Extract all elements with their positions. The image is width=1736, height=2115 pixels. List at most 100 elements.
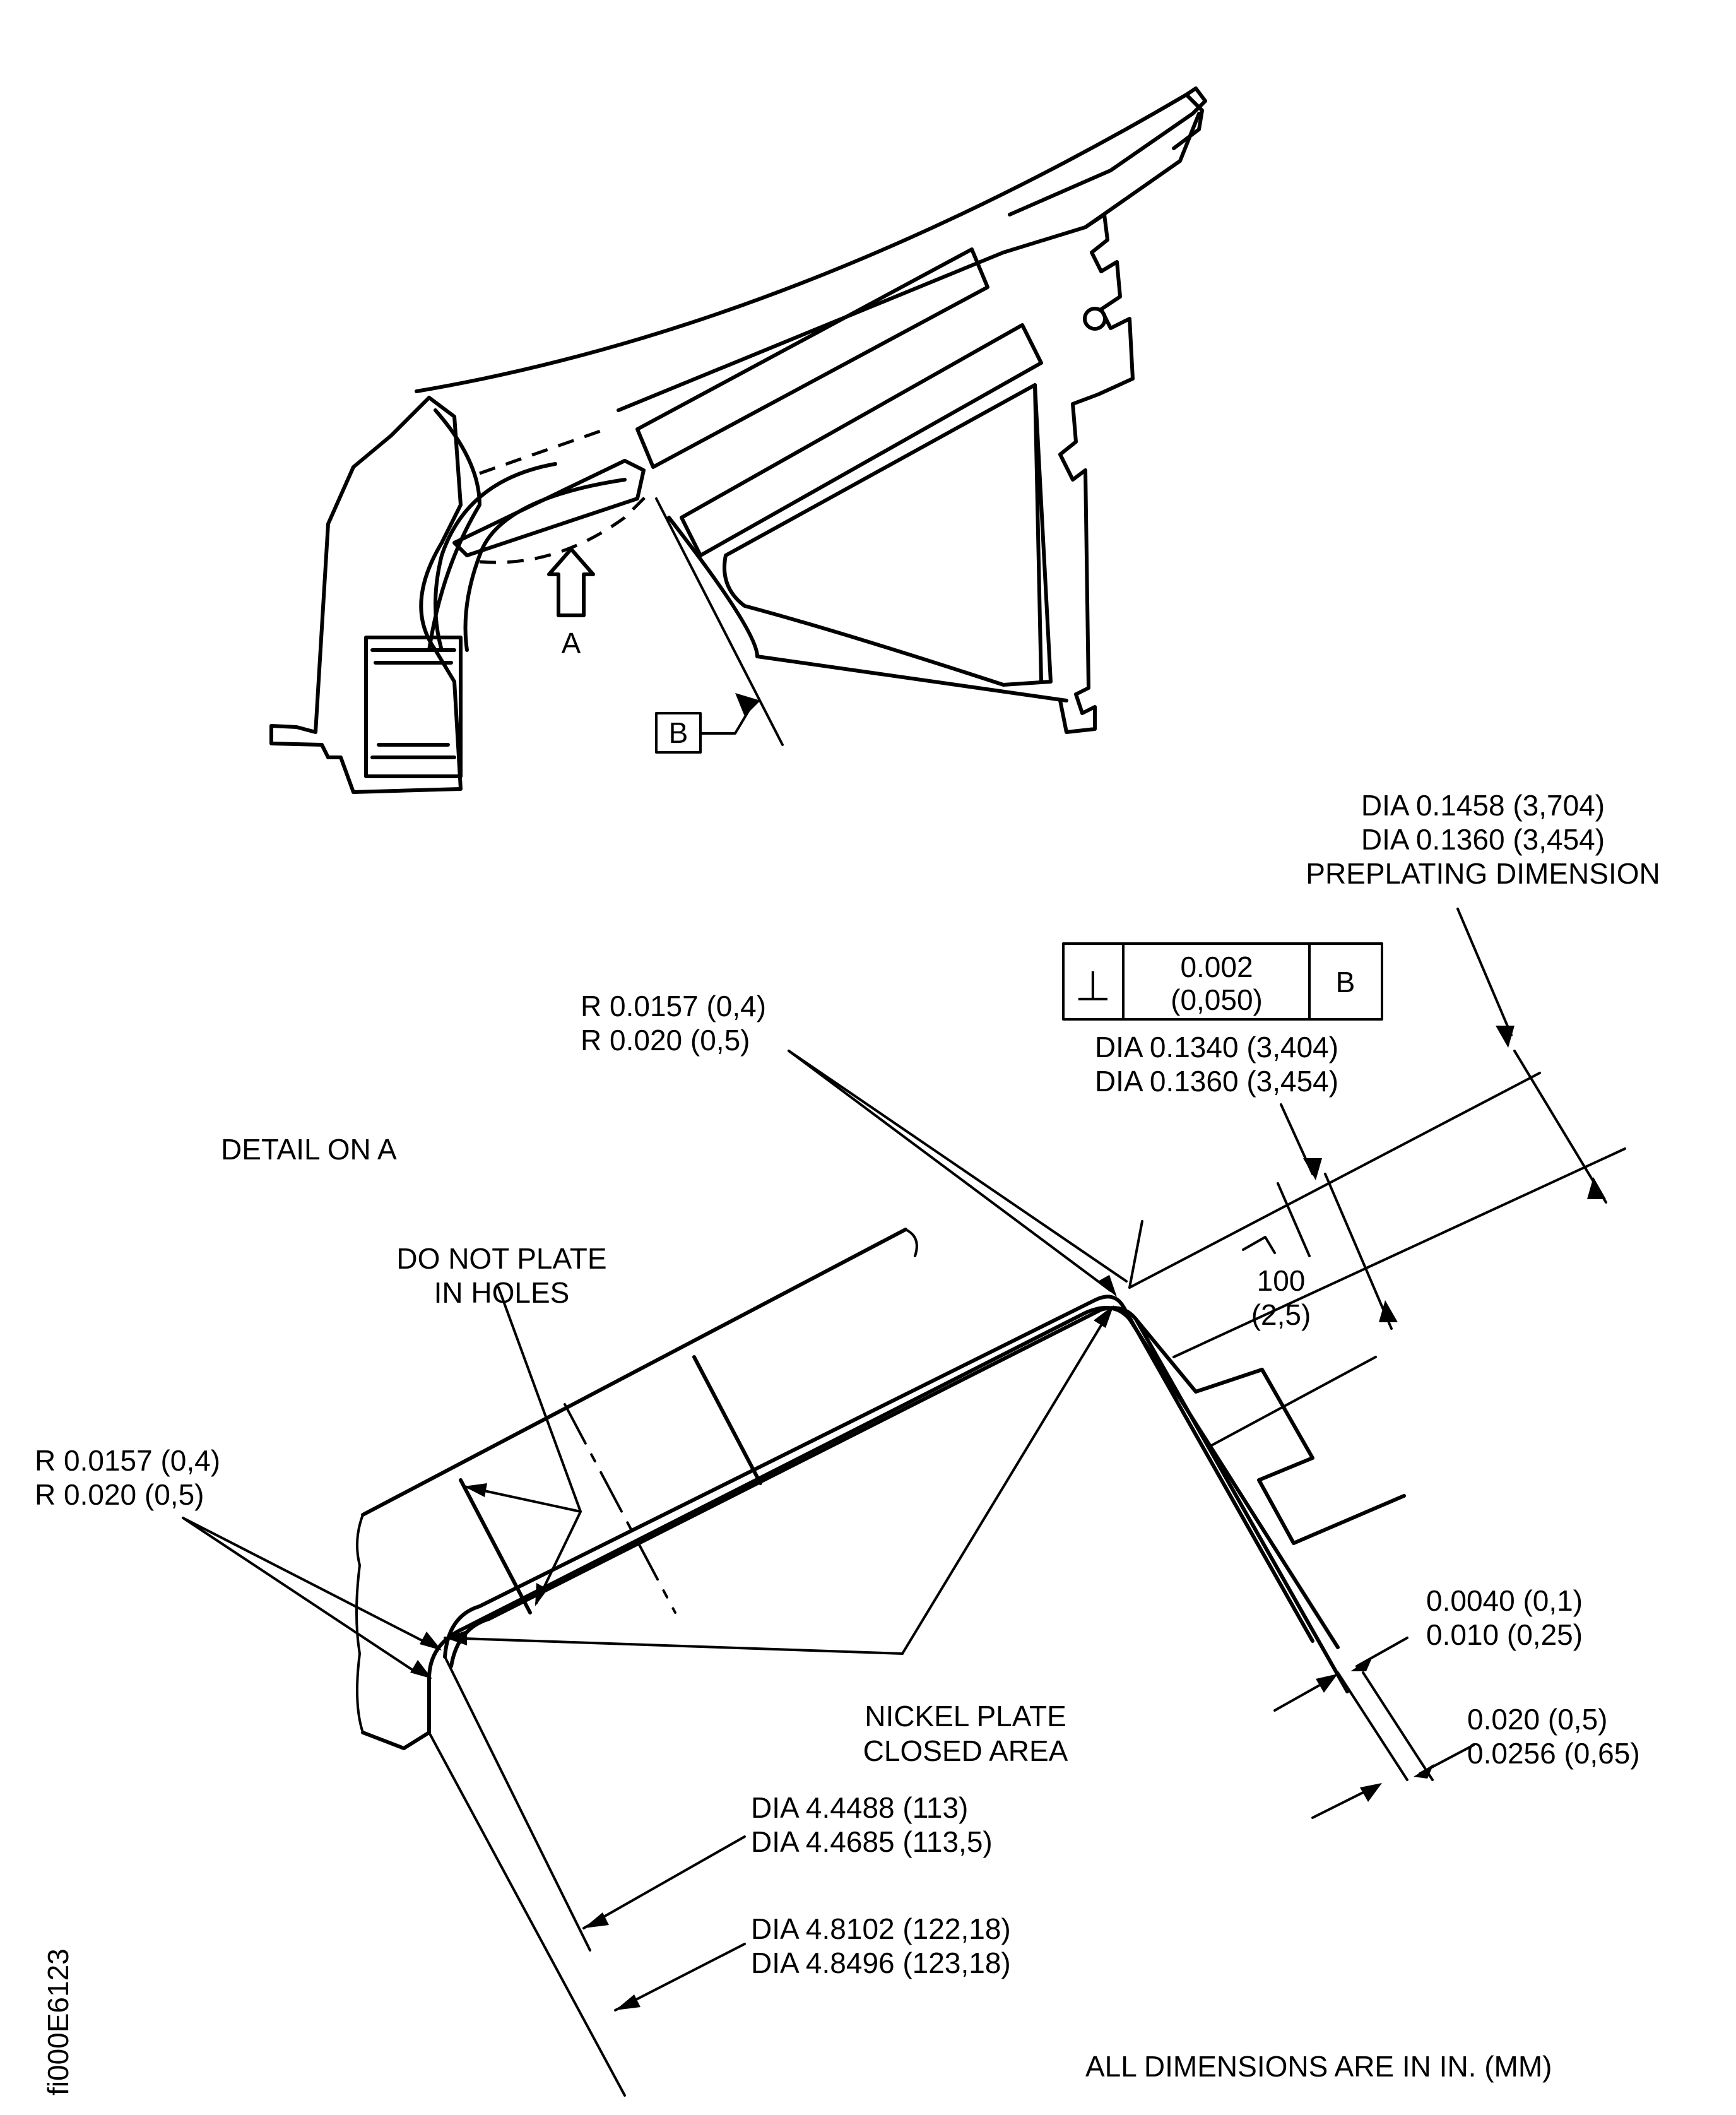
- preplating-arrow-2: [1587, 1177, 1606, 1199]
- preplating-arrow-1: [1496, 1026, 1515, 1048]
- no-plate-arrow-2: [535, 1583, 548, 1606]
- dia-inner-line-1: DIA 4.4488 (113): [751, 1791, 968, 1824]
- thickness-arrow-2b: [1414, 1764, 1434, 1779]
- radius-left-arrow-1: [420, 1632, 442, 1650]
- upper-bar: [635, 247, 989, 469]
- datum-b-box: [655, 712, 702, 754]
- datum-b-leader: [699, 706, 752, 735]
- angle-line-1: 100: [1257, 1264, 1306, 1297]
- thickness-ext-2: [1362, 1671, 1434, 1781]
- web-lower-edge: [667, 516, 1068, 702]
- flange-segment: [452, 459, 646, 557]
- no-plate-line-1: DO NOT PLATE: [396, 1242, 606, 1275]
- break-line-left: [355, 1514, 364, 1734]
- fcf-box: [1062, 942, 1383, 1021]
- preplating-ext: [1513, 1050, 1607, 1204]
- radius-left-leader-1: [182, 1517, 430, 1645]
- view-a-label: A: [562, 627, 581, 660]
- no-plate-arrow-1: [464, 1483, 487, 1497]
- fcf-tolerance-in: 0.002: [1180, 951, 1253, 983]
- web-vertical-edge: [1033, 383, 1043, 684]
- preplating-leader: [1456, 908, 1513, 1036]
- datum-b-triangle: [735, 693, 760, 716]
- sheet-inner-face: [443, 1294, 1314, 1659]
- hole-centerline: [564, 1403, 676, 1614]
- thickness-dim-1b: [1355, 1637, 1408, 1668]
- left-column-inner: [427, 408, 481, 652]
- detail-boundary: [479, 427, 651, 564]
- angle-line-2: (2,5): [1251, 1298, 1311, 1331]
- preplating-line-3: PREPLATING DIMENSION: [1306, 857, 1660, 890]
- thickness-arrow-1: [1316, 1674, 1338, 1693]
- detail-view: DETAIL ON A: [35, 789, 1660, 2097]
- nickel-arrow-1: [1094, 1305, 1114, 1328]
- radius-top-line-1: R 0.0157 (0,4): [581, 990, 766, 1022]
- nickel-leader-2: [444, 1637, 904, 1655]
- hole-dia-ext: [1324, 1173, 1393, 1330]
- detail-title: DETAIL ON A: [221, 1133, 397, 1166]
- no-plate-line-2: IN HOLES: [434, 1276, 570, 1309]
- dia-outer-leader: [614, 1943, 746, 2011]
- right-notched-profile: [1058, 213, 1135, 734]
- assembly-hole: [1083, 307, 1107, 331]
- datum-b-line: [655, 497, 784, 746]
- radius-top-line-2: R 0.020 (0,5): [581, 1024, 750, 1057]
- left-column-curve-2: [463, 478, 627, 652]
- dia-outer-line-2: DIA 4.8496 (123,18): [751, 1946, 1011, 1979]
- fcf-datum: B: [1336, 966, 1355, 998]
- hole-dia-arrow-2: [1379, 1300, 1398, 1322]
- radius-left-line-1: R 0.0157 (0,4): [35, 1444, 220, 1477]
- thickness-ext-1: [1337, 1671, 1408, 1781]
- radius-top-leader-1: [788, 1050, 1112, 1292]
- units-note: ALL DIMENSIONS ARE IN IN. (MM): [1085, 2050, 1552, 2083]
- thickness-arrow-1b: [1350, 1657, 1373, 1671]
- right-flange-step: [1134, 1317, 1406, 1545]
- ext-line-top: [1128, 1072, 1541, 1289]
- thickness-1-line-1: 0.0040 (0,1): [1426, 1584, 1583, 1617]
- nickel-line-1: NICKEL PLATE: [865, 1700, 1066, 1733]
- radius-top-arrow: [1098, 1275, 1117, 1297]
- perpendicularity-icon: ⊥: [1075, 963, 1111, 1009]
- figure-id: fi000E6123: [42, 1948, 74, 2095]
- sheet-outer-face: [427, 1306, 1340, 1734]
- thickness-dim-1: [1273, 1681, 1326, 1712]
- lower-bar: [680, 323, 1043, 557]
- hole-dia-ext-2: [1277, 1182, 1311, 1257]
- feature-control-frame: ⊥ 0.002 (0,050) B: [1062, 942, 1383, 1021]
- radius-left-arrow-2: [410, 1660, 432, 1679]
- hole-dia-line-2: DIA 0.1360 (3,454): [1095, 1065, 1338, 1098]
- ext-line-bottom: [1210, 1356, 1377, 1447]
- hole-dia-line-1: DIA 0.1340 (3,404): [1095, 1031, 1338, 1063]
- nickel-arrow-2: [445, 1630, 467, 1645]
- hole-dia-arrow-1: [1303, 1158, 1322, 1180]
- dia-outer-line-1: DIA 4.8102 (122,18): [751, 1912, 1011, 1945]
- radius-top-leader-2: [788, 1050, 1143, 1289]
- angle-mark: [1242, 1236, 1276, 1254]
- radius-left-leader-2: [182, 1517, 418, 1674]
- thickness-arrow-2: [1360, 1783, 1382, 1802]
- arm-outer-contour: [415, 86, 1207, 393]
- dia-inner-line-2: DIA 4.4685 (113,5): [751, 1825, 993, 1858]
- thickness-2-line-1: 0.020 (0,5): [1467, 1703, 1607, 1736]
- thickness-1-line-2: 0.010 (0,25): [1426, 1618, 1583, 1651]
- preplating-line-2: DIA 0.1360 (3,454): [1361, 823, 1605, 856]
- nickel-leader-1: [901, 1308, 1112, 1655]
- arm-inner-contour: [617, 112, 1201, 412]
- sheet-plated-face: [449, 1306, 1349, 1693]
- no-plate-leader: [497, 1286, 582, 1513]
- dia-inner-leader: [582, 1835, 746, 1929]
- triangular-web: [723, 383, 1053, 687]
- dia-outer-ext: [428, 1731, 626, 2097]
- boss-bottom: [370, 743, 456, 759]
- hole-wall-left: [459, 1478, 532, 1614]
- radius-left-line-2: R 0.020 (0,5): [35, 1478, 204, 1511]
- dia-outer-arrow: [615, 1994, 641, 2010]
- hole-wall-right: [692, 1355, 762, 1485]
- nickel-line-2: CLOSED AREA: [863, 1734, 1068, 1767]
- boss-body: [364, 636, 463, 778]
- boss-top: [370, 648, 456, 665]
- sheet-left-bottom: [361, 1731, 431, 1750]
- thickness-dim-2: [1311, 1788, 1371, 1819]
- thickness-2-line-2: 0.0256 (0,65): [1467, 1737, 1640, 1770]
